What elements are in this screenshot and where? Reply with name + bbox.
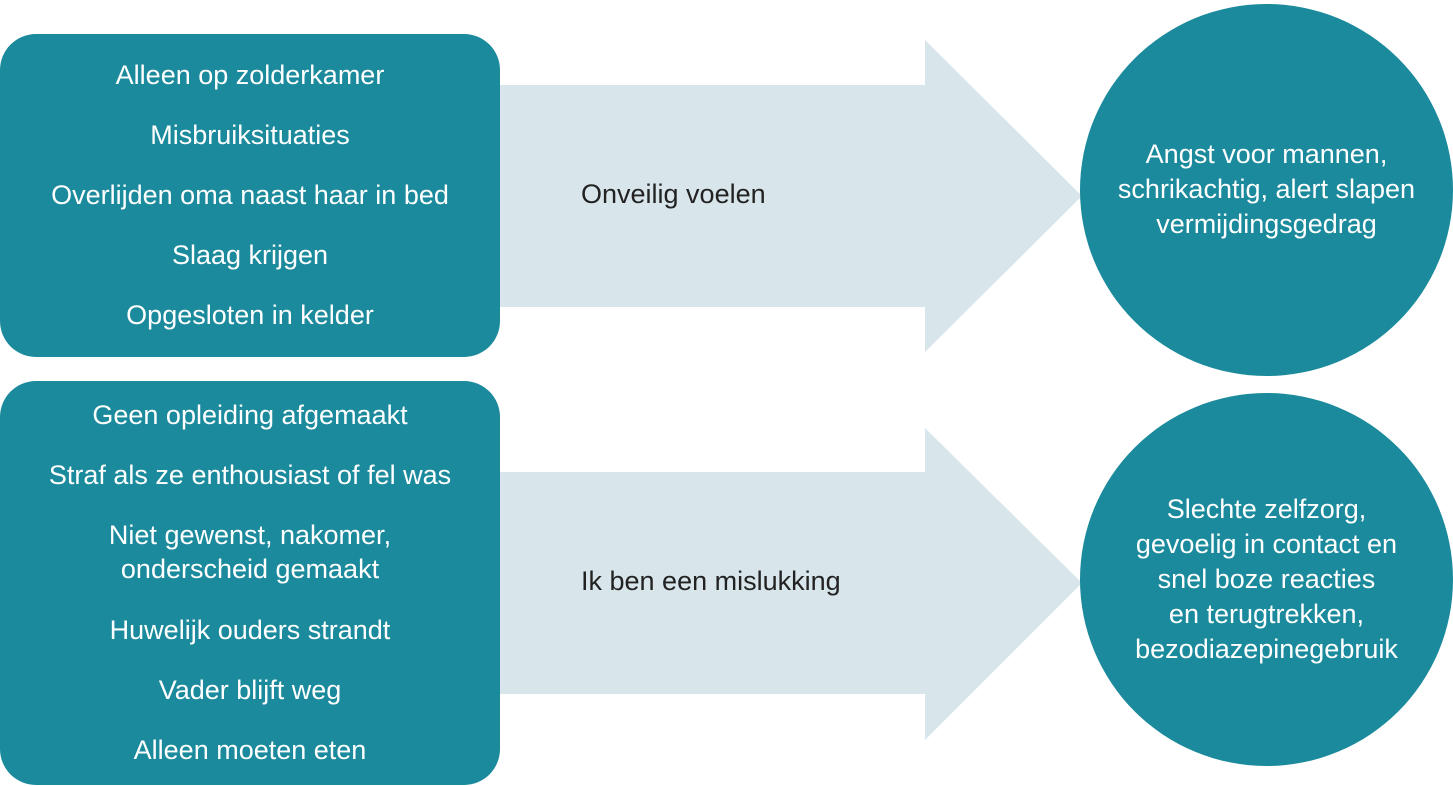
causes-box-2: Geen opleiding afgemaakt Straf als ze en… [0,381,500,785]
belief-label-2: Ik ben een mislukking [581,566,841,596]
consequence-text-1: Angst voor mannen, schrikachtig, alert s… [1117,138,1416,239]
cause-item: Niet gewenst, nakomer, onderscheid gemaa… [108,520,392,584]
consequence-text-2: Slechte zelfzorg, gevoelig in contact en… [1135,494,1398,664]
cause-item: Geen opleiding afgemaakt [92,400,408,430]
cause-item: Misbruiksituaties [150,120,350,150]
cause-item: Alleen op zolderkamer [115,60,385,90]
cause-item: Alleen moeten eten [133,735,367,765]
arrow-1 [500,40,1082,352]
cause-item: Huwelijk ouders strandt [109,615,391,645]
cause-item: Slaag krijgen [171,240,329,270]
cause-item: Vader blijft weg [158,675,342,705]
cause-item: Opgesloten in kelder [126,300,374,330]
cause-item: Overlijden oma naast haar in bed [51,180,449,210]
belief-label-1: Onveilig voelen [581,179,766,209]
arrow-2 [500,428,1082,740]
cause-item: Straf als ze enthousiast of fel was [48,460,452,490]
causes-box-1: Alleen op zolderkamer Misbruiksituaties … [0,34,500,357]
consequence-circle-1: Angst voor mannen, schrikachtig, alert s… [1080,4,1453,376]
consequence-circle-2: Slechte zelfzorg, gevoelig in contact en… [1080,393,1453,766]
